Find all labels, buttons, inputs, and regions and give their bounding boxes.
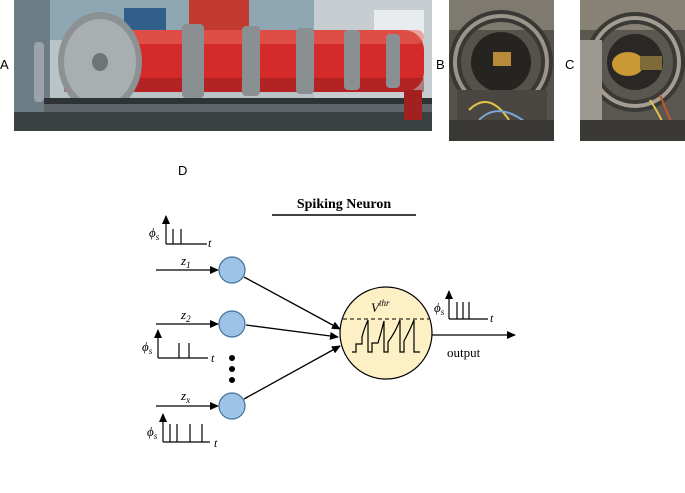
panel-label-b: B (436, 57, 445, 72)
synapse-arrow-x (243, 345, 341, 400)
input-node-1 (218, 256, 246, 284)
spike-train-output: ϕs t (434, 290, 494, 325)
spike-train-input-x: ϕs t (147, 413, 218, 450)
t-axis-label: t (490, 311, 494, 325)
ellipsis-dot (229, 366, 235, 372)
input-node-2 (218, 310, 246, 338)
magnet-coil-ring-closeup-photo (580, 0, 685, 141)
phi-s-label: ϕs (147, 424, 158, 441)
t-axis-label: t (208, 236, 212, 250)
input-label-z2: z2 (180, 307, 191, 324)
input-label-zx: zx (180, 388, 190, 405)
spike-train-input-2: ϕs t (142, 329, 215, 365)
synapse-arrow-1 (243, 276, 341, 330)
input-label-z1: z1 (180, 253, 191, 270)
soma-node (339, 286, 433, 380)
panel-label-c: C (565, 57, 575, 72)
phi-s-label: ϕs (149, 225, 160, 242)
panel-label-d: D (178, 163, 188, 178)
input-node-x (218, 392, 246, 420)
synapse-arrow-2 (245, 324, 339, 340)
magnet-coil-ring-photo (449, 0, 554, 141)
phi-s-label: ϕs (434, 300, 445, 317)
phi-s-label: ϕs (142, 339, 153, 356)
spike-train-input-1: ϕs t (149, 215, 212, 250)
ellipsis-dot (229, 355, 235, 361)
accelerator-beamline-photo (14, 0, 432, 131)
t-axis-label: t (214, 436, 218, 450)
membrane-potential-trace (352, 319, 420, 353)
output-label: output (447, 345, 481, 360)
diagram-title: Spiking Neuron (297, 197, 391, 212)
ellipsis-dot (229, 377, 235, 383)
t-axis-label: t (211, 351, 215, 365)
threshold-label: Vthr (371, 298, 390, 315)
panel-label-a: A (0, 57, 9, 72)
